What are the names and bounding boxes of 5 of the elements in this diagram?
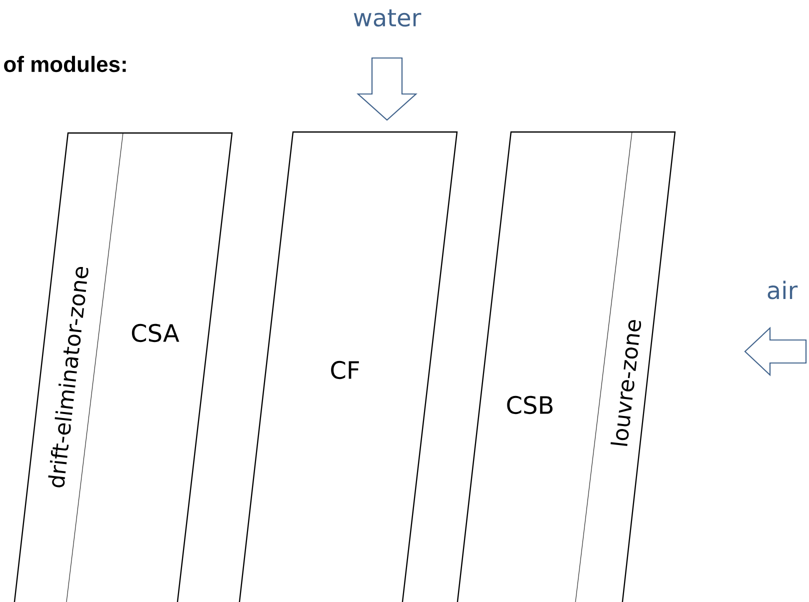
module-panel: CF bbox=[238, 131, 458, 602]
heading-text: of modules: bbox=[4, 56, 126, 72]
flow-label: air bbox=[768, 280, 798, 300]
zone-strip: louvre-zone bbox=[574, 132, 642, 602]
flow-label: water bbox=[354, 9, 422, 27]
